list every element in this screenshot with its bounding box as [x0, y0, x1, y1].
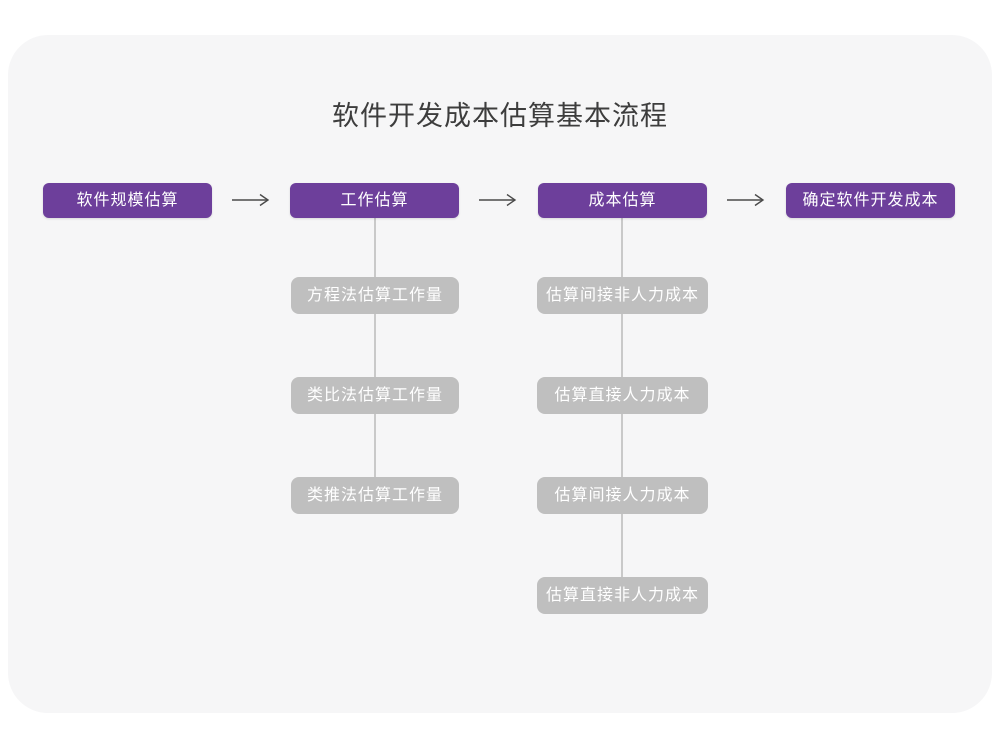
sub-node-extrapolation-method-workload: 类推法估算工作量 — [291, 477, 459, 514]
right-arrow-icon — [479, 193, 517, 207]
sub-node-indirect-labor-cost: 估算间接人力成本 — [537, 477, 708, 514]
right-arrow-icon — [727, 193, 765, 207]
connector-line-work-estimation — [374, 218, 376, 496]
stage-node-cost-estimation: 成本估算 — [538, 183, 707, 218]
sub-node-analogy-method-workload: 类比法估算工作量 — [291, 377, 459, 414]
right-arrow-icon — [232, 193, 270, 207]
stage-node-work-estimation: 工作估算 — [290, 183, 459, 218]
sub-node-indirect-nonlabor-cost: 估算间接非人力成本 — [537, 277, 708, 314]
stage-node-determine-development-cost: 确定软件开发成本 — [786, 183, 955, 218]
sub-node-equation-method-workload: 方程法估算工作量 — [291, 277, 459, 314]
page-title: 软件开发成本估算基本流程 — [332, 101, 668, 131]
flowchart-canvas — [8, 35, 992, 713]
sub-node-direct-labor-cost: 估算直接人力成本 — [537, 377, 708, 414]
sub-node-direct-nonlabor-cost: 估算直接非人力成本 — [537, 577, 708, 614]
stage-node-software-scale-estimation: 软件规模估算 — [43, 183, 212, 218]
